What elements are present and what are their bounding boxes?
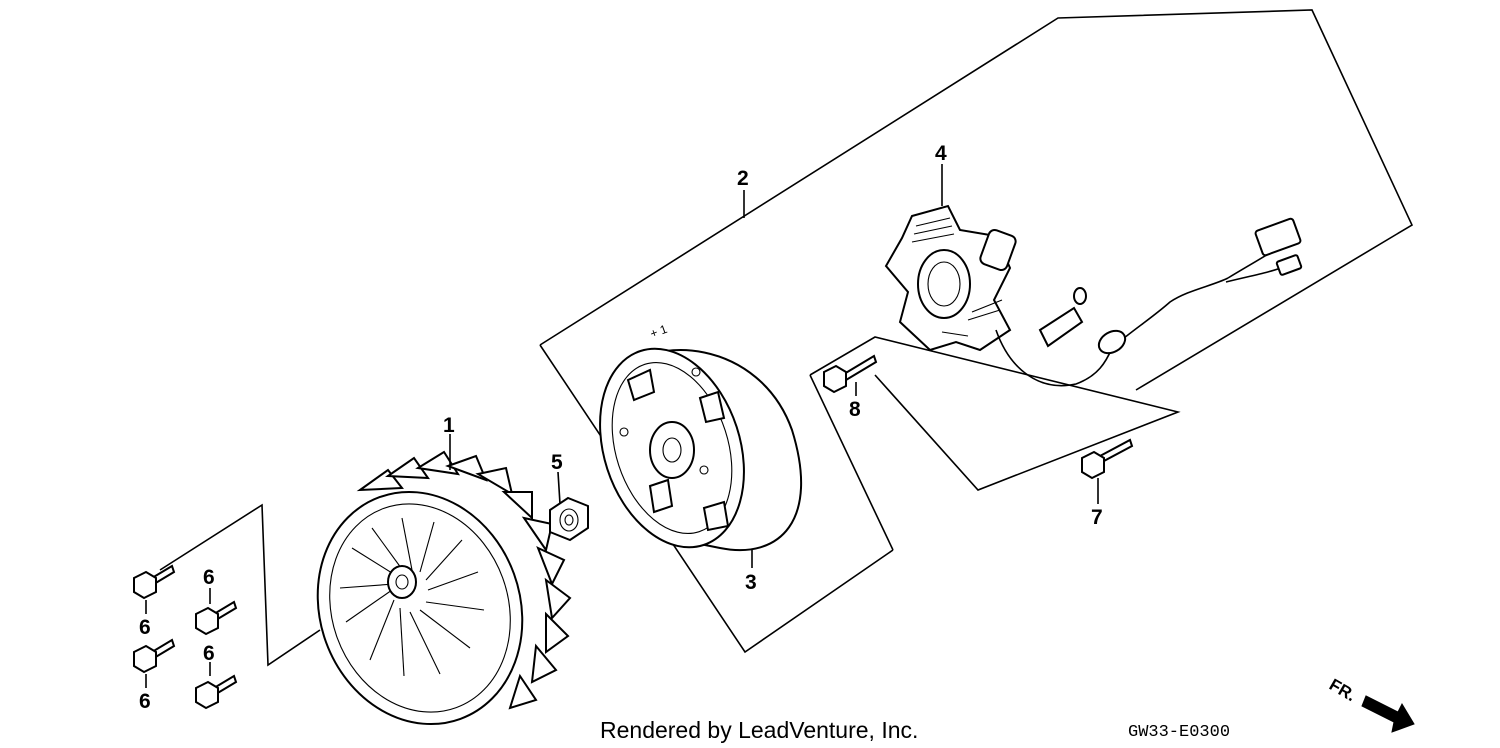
callout-8: 8 [849, 398, 861, 421]
bolt-6-d [195, 674, 238, 710]
front-label: FR. [1326, 675, 1359, 705]
callout-1: 1 [443, 414, 455, 437]
leader-lines [145, 164, 1099, 688]
front-arrow-icon [1361, 695, 1415, 733]
stator-coil [884, 204, 1303, 387]
callout-6b: 6 [203, 566, 215, 589]
bolt-6-a [133, 564, 176, 600]
cooling-fan [316, 450, 572, 726]
callout-6c: 6 [139, 690, 151, 713]
flywheel-nut [549, 496, 589, 542]
group-7-8-outline [809, 336, 1181, 551]
bolt-6-bracket [159, 503, 321, 667]
callout-6d: 6 [203, 642, 215, 665]
callout-5: 5 [551, 451, 563, 474]
render-credit: Rendered by LeadVenture, Inc. [600, 717, 918, 743]
bolt-6-c [133, 638, 176, 674]
callout-6a: 6 [139, 616, 151, 639]
diagram-code: GW33-E0300 [1128, 723, 1230, 742]
svg-text:+ 1: + 1 [648, 322, 669, 341]
callout-7: 7 [1091, 506, 1103, 529]
front-direction-indicator: FR. [1326, 675, 1415, 733]
flywheel: + 1 [599, 322, 803, 552]
bolt-6-b [195, 600, 238, 636]
bolt-7 [1081, 438, 1134, 480]
callout-4: 4 [935, 142, 947, 165]
bolt-8 [823, 354, 878, 394]
callout-3: 3 [745, 571, 757, 594]
callout-2: 2 [737, 167, 749, 190]
